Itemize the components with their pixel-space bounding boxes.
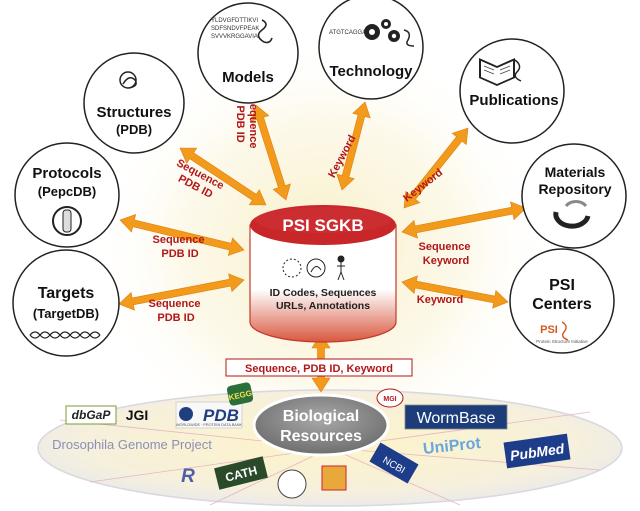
resources-subtitle: Resources (280, 428, 362, 445)
psi-logo-caption: Protein Structure Initiative (536, 339, 588, 344)
drosophila-logo: Drosophila Genome Project (52, 437, 212, 452)
hub-contents-line1: ID Codes, Sequences (270, 287, 377, 299)
targets-title: Targets (38, 285, 95, 302)
models-title: Models (222, 69, 274, 86)
gene-ontology-logo-icon (321, 465, 347, 491)
protocols-subtitle: (PepcDB) (38, 184, 97, 199)
arrow-protocols (119, 214, 245, 256)
arrow-technology (336, 101, 371, 191)
hub-title: PSI SGKB (282, 216, 363, 235)
targets-subtitle: (TargetDB) (33, 306, 99, 321)
svg-text:WormBase: WormBase (417, 410, 496, 427)
edge-label-models: Sequence PDB ID (234, 96, 259, 151)
psi-ribbon-icon (561, 321, 569, 341)
protocols-title: Protocols (32, 165, 101, 182)
edge-label-protocols: Sequence PDB ID (152, 234, 207, 260)
test-tube-icon (52, 206, 82, 236)
structure-ribbon-icon (119, 71, 137, 89)
nih-seal-icon (277, 469, 307, 499)
dna-icon (29, 331, 101, 339)
svg-text:WORLDWIDE · PROTEIN DATA BANK: WORLDWIDE · PROTEIN DATA BANK (176, 423, 243, 427)
edge-label-targets: Sequence PDB ID (148, 298, 203, 324)
structures-subtitle: (PDB) (116, 122, 152, 137)
models-seq-line3: SVVVKRGGAVIA (211, 34, 258, 40)
node-publications: Publications (459, 38, 565, 144)
arrow-structures (179, 147, 267, 206)
arrow-centers (401, 275, 509, 309)
arrows-layer (118, 101, 527, 393)
cath-logo: CATH (214, 456, 268, 490)
resources-logos: dbGaP JGI PDB WORLDWIDE · PROTEIN DATA B… (52, 382, 571, 499)
ncbi-logo: NCBI (369, 442, 419, 484)
resources-title: Biological (283, 408, 359, 425)
structures-title: Structures (96, 104, 171, 121)
arrow-targets (118, 273, 245, 311)
bottom-edge-label: Sequence, PDB ID, Keyword (225, 358, 413, 377)
technology-title: Technology (329, 63, 413, 80)
centers-title: PSI (549, 277, 575, 294)
svg-text:MGI: MGI (383, 396, 396, 403)
book-icon (479, 58, 522, 86)
node-protocols: Protocols (PepcDB) (14, 142, 120, 248)
svg-text:PubMed: PubMed (509, 440, 566, 463)
svg-text:UniProt: UniProt (422, 435, 482, 458)
node-centers: PSI Centers PSI Protein Structure Initia… (509, 248, 615, 354)
kegg-logo: KEGG (226, 382, 254, 406)
publications-title: Publications (469, 92, 558, 109)
materials-subtitle: Repository (538, 181, 611, 197)
jgi-logo: JGI (126, 407, 149, 423)
hub-contents-line2: URLs, Annotations (276, 300, 370, 312)
pdb-logo: PDB WORLDWIDE · PROTEIN DATA BANK (175, 401, 243, 429)
uniprot-logo: UniProt (422, 435, 482, 458)
protein-ribbon-icon (257, 19, 273, 44)
node-materials: Materials Repository (521, 143, 627, 249)
node-technology: ATGTCAGGAC Technology (318, 0, 424, 100)
models-seq-line2: SDFSNDVFPEAK (211, 26, 259, 32)
centers-subtitle: Centers (532, 296, 592, 313)
hub-icons (282, 255, 345, 281)
node-targets: Targets (TargetDB) (12, 249, 120, 357)
node-structures: Structures (PDB) (83, 52, 185, 154)
repository-logo-icon (553, 200, 591, 229)
technology-seq-text: ATGTCAGGAC (329, 30, 371, 36)
r-logo: R (181, 466, 195, 487)
svg-text:Sequence, PDB ID, Keyword: Sequence, PDB ID, Keyword (245, 363, 393, 375)
svg-text:dbGaP: dbGaP (72, 408, 112, 422)
hub-cylinder: PSI SGKB ID Codes, Sequences URLs, Annot… (249, 205, 397, 343)
biological-resources-hub: Biological Resources (252, 393, 390, 457)
edge-label-centers-lower: Keyword (417, 294, 463, 306)
edge-label-centers-upper: Sequence Keyword (418, 241, 473, 267)
node-models: YLDVGFDTTIKVI SDFSNDVFPEAK SVVVKRGGAVIA … (197, 2, 299, 104)
svg-text:PDB: PDB (203, 406, 239, 425)
models-seq-line1: YLDVGFDTTIKVI (211, 18, 258, 24)
mgi-logo: MGI (376, 388, 404, 408)
technology-ribbon-icon (403, 29, 415, 47)
gears-icon (364, 19, 400, 42)
wormbase-logo: WormBase (404, 404, 508, 430)
psi-logo-icon: PSI (540, 324, 558, 336)
materials-title: Materials (545, 164, 606, 180)
pubmed-logo: PubMed (503, 433, 571, 469)
arrow-models (251, 104, 291, 201)
arrow-publications (403, 127, 469, 209)
dbgap-logo: dbGaP (65, 405, 117, 425)
